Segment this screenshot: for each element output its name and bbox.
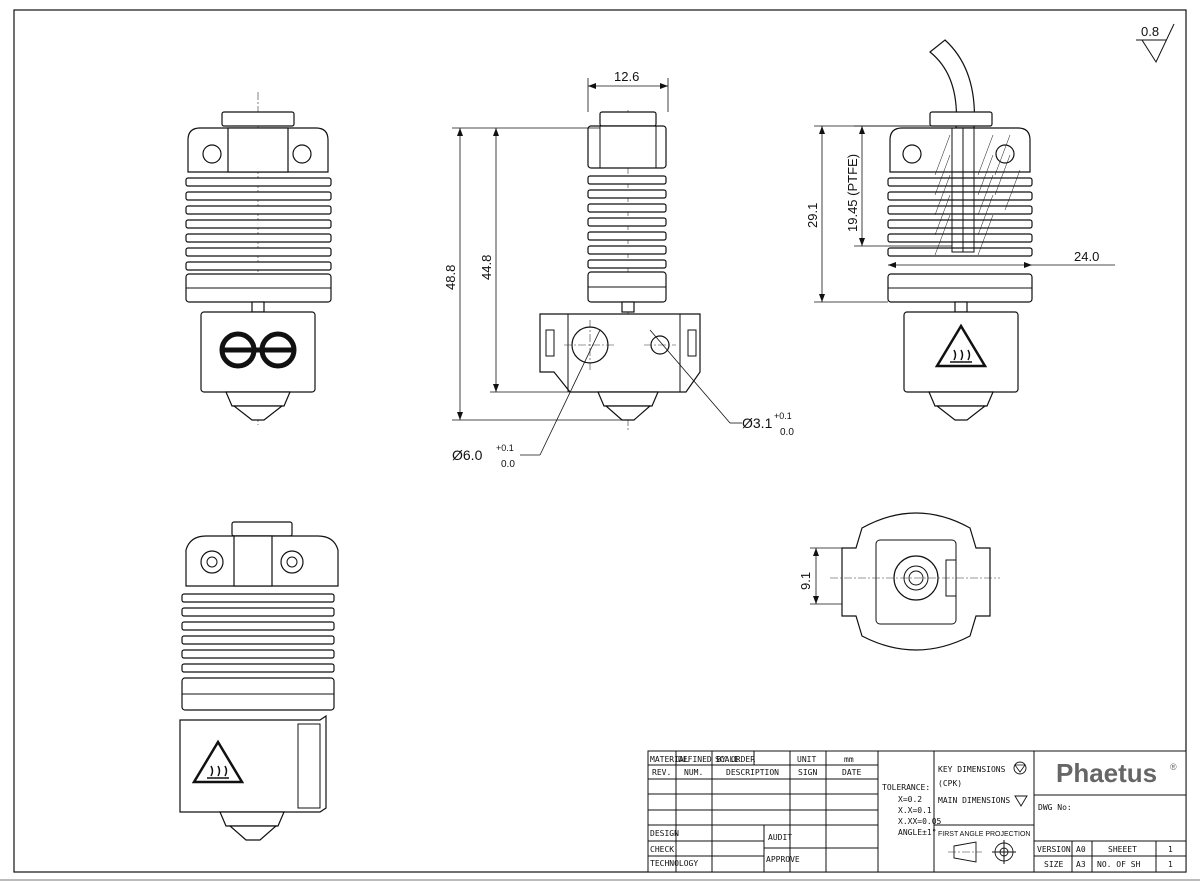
sheet-border (13, 9, 1187, 873)
dim-ptfe-length: 19.45 (PTFE) (845, 154, 860, 232)
tb-design: DESIGN (650, 829, 679, 838)
tb-unit: UNIT (797, 755, 816, 764)
hot-surface-warning-icon (191, 739, 245, 784)
tb-sheet: SHEEET (1108, 845, 1137, 854)
main-dimension-symbol-icon (1014, 795, 1028, 807)
tb-size-value: A3 (1076, 860, 1086, 869)
tb-version: VERSION (1037, 845, 1071, 854)
dim-hole-small-tol-plus: +0.1 (774, 411, 792, 421)
tb-check: CHECK (650, 845, 674, 854)
tb-date: DATE (842, 768, 861, 777)
tb-no-of-sh: NO. OF SH (1097, 860, 1141, 869)
dim-hole-big-tol-plus: +0.1 (496, 443, 514, 453)
tb-tol-x: X=0.2 (898, 795, 922, 804)
tb-sheet-value: 1 (1168, 845, 1173, 854)
isometric-view (179, 521, 339, 841)
tb-cpk: (CPK) (938, 779, 962, 788)
tb-technology: TECHNOLOGY (650, 859, 698, 868)
dim-section-width: 24.0 (1074, 249, 1099, 264)
tb-sign: SIGN (798, 768, 817, 777)
tb-tol-xx: X.X=0.1 (898, 806, 932, 815)
tb-unit-value: mm (844, 755, 854, 764)
dim-overall-height: 48.8 (443, 265, 458, 290)
bottom-view: 9.1 (798, 512, 1000, 651)
tb-version-value: A0 (1076, 845, 1086, 854)
dim-bottom-offset: 9.1 (798, 572, 813, 590)
tb-tol-xxx: X.XX=0.05 (898, 817, 942, 826)
dim-hole-small: Ø3.1 (742, 415, 773, 431)
tb-brand-logo: Phaetus (1056, 758, 1157, 788)
dim-section-height: 29.1 (805, 203, 820, 228)
surface-finish-value: 0.8 (1141, 24, 1159, 39)
tb-key-dimensions: KEY DIMENSIONS (938, 765, 1006, 774)
dim-sink-height: 44.8 (479, 255, 494, 280)
section-view: 29.1 19.45 (PTFE) 24.0 (805, 39, 1115, 421)
tb-dwg-no: DWG No: (1038, 803, 1072, 812)
tb-main-dimensions: MAIN DIMENSIONS (938, 796, 1010, 805)
dim-hole-big-tol-zero: 0.0 (501, 459, 515, 470)
title-block: MATERIAL DEFINED BY ORDER SCALE UNIT mm … (647, 750, 1187, 873)
dim-hole-big: Ø6.0 (452, 447, 483, 463)
tb-scale: SCALE (715, 755, 739, 764)
tb-no-of-sh-value: 1 (1168, 860, 1173, 869)
tb-tolerance: TOLERANCE: (882, 783, 930, 792)
tb-tol-angle: ANGLE±1° (898, 828, 937, 837)
tb-size: SIZE (1044, 860, 1063, 869)
tb-description: DESCRIPTION (726, 768, 779, 777)
tb-first-angle: FIRST ANGLE PROJECTION (938, 831, 1030, 838)
tb-material: MATERIAL (650, 755, 689, 764)
tb-defined-by-order: DEFINED BY ORDER (678, 755, 755, 764)
registered-mark-icon: ® (1170, 762, 1177, 772)
key-dimension-symbol-icon (1013, 761, 1027, 775)
side-view: 12.6 48.8 44.8 Ø6.0 +0.1 0.0 Ø3.1 +0.1 0… (443, 69, 794, 470)
tb-approve: APPROVE (766, 855, 800, 864)
tb-audit: AUDIT (768, 833, 792, 842)
surface-finish-symbol: 0.8 (1136, 23, 1175, 64)
dim-hole-small-tol-zero: 0.0 (780, 427, 794, 438)
tb-num: NUM. (684, 768, 703, 777)
phaetus-logo-icon (219, 331, 297, 369)
first-angle-projection-icon (948, 840, 1016, 864)
hot-surface-warning-icon (934, 323, 988, 368)
tb-rev: REV. (652, 768, 671, 777)
front-view (185, 92, 332, 425)
dim-top-width: 12.6 (614, 69, 639, 84)
